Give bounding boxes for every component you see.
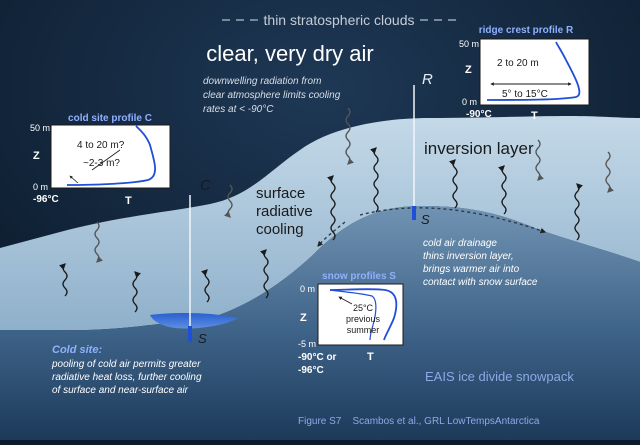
surface-cooling-line-3: cooling xyxy=(256,221,304,238)
surface-cooling-line-2: radiative xyxy=(256,203,313,220)
profile-c-top: 50 m xyxy=(30,123,50,133)
profile-r-curve xyxy=(486,41,581,101)
marker-r-label: R xyxy=(422,71,433,88)
up-wave-arrow xyxy=(260,249,269,299)
profile-r-axis-t: T xyxy=(531,110,538,122)
down-wave-arrow xyxy=(345,107,354,165)
profile-s-temp-1: -90°C or xyxy=(298,352,337,363)
profile-s-note-2: previous xyxy=(346,314,381,324)
profile-s-axis-t: T xyxy=(367,351,374,363)
profile-r-note-1: 2 to 20 m xyxy=(497,58,539,69)
snowpack-label: EAIS ice divide snowpack xyxy=(425,369,574,384)
drainage-line-4: contact with snow surface xyxy=(423,277,538,288)
profile-r-axis-z: Z xyxy=(465,64,472,76)
profile-r-note-2: 5° to 15°C xyxy=(502,89,548,100)
profile-c-axis-t: T xyxy=(125,195,132,207)
upward-radiation-arrows xyxy=(59,147,583,313)
profile-c-title: cold site profile C xyxy=(68,113,152,124)
downwelling-line-2: clear atmosphere limits cooling xyxy=(203,90,341,101)
drainage-flow-arrow-left xyxy=(317,221,346,247)
profile-r-bottom: 0 m xyxy=(462,97,477,107)
inversion-layer-label: inversion layer xyxy=(424,139,534,158)
profile-c-inset: cold site profile C 50 m 0 m Z T -96°C 4… xyxy=(30,113,171,207)
profile-s-temp-2: -96°C xyxy=(298,365,324,376)
profile-s-note-arrow xyxy=(338,296,353,305)
downwelling-line-1: downwelling radiation from xyxy=(203,76,321,87)
profile-r-inset: ridge crest profile R 50 m 0 m Z T -90°C… xyxy=(459,25,590,122)
up-wave-arrow xyxy=(327,175,336,241)
drainage-line-2: thins inversion layer, xyxy=(423,251,514,262)
figure-caption: Figure S7 Scambos et al., GRL LowTempsAn… xyxy=(298,416,540,427)
down-wave-arrow xyxy=(224,184,233,218)
up-wave-arrow xyxy=(59,263,68,297)
profile-c-bracket-2 xyxy=(69,175,79,184)
inversion-layer-area xyxy=(0,116,640,331)
profile-c-temp: -96°C xyxy=(33,194,59,205)
profile-s-curve-inner xyxy=(329,289,377,341)
profile-s-title: snow profiles S xyxy=(322,271,396,282)
down-wave-arrow xyxy=(94,221,103,263)
profile-s-axis-z: Z xyxy=(300,312,307,324)
profile-s-curve-outer xyxy=(329,288,398,341)
downwelling-radiation-arrows xyxy=(94,107,614,263)
profile-c-bracket-1 xyxy=(91,149,121,171)
marker-c-label: C xyxy=(200,177,211,194)
up-wave-arrow xyxy=(498,165,507,215)
profile-s-bottom: -5 m xyxy=(298,339,316,349)
profile-r-frame xyxy=(479,38,590,106)
up-wave-arrow xyxy=(370,147,379,213)
profile-r-title: ridge crest profile R xyxy=(479,25,574,36)
marker-s-cold-label: S xyxy=(198,331,207,346)
profile-r-temp: -90°C xyxy=(466,109,492,120)
cold-air-pool xyxy=(150,313,238,329)
profile-s-note-1: 25°C xyxy=(353,303,374,313)
cold-site-line-3: of surface and near-surface air xyxy=(52,385,189,396)
up-wave-arrow xyxy=(132,271,141,313)
profile-c-curve xyxy=(66,125,156,186)
profile-c-axis-z: Z xyxy=(33,150,40,162)
surface-cooling-line-1: surface xyxy=(256,185,305,202)
profile-c-note-2: ~2-3 m? xyxy=(83,158,120,169)
marker-s-ridge-label: S xyxy=(421,212,430,227)
profile-r-top: 50 m xyxy=(459,39,479,49)
cold-site-line-1: pooling of cold air permits greater xyxy=(51,359,201,370)
downwelling-line-3: rates at < -90°C xyxy=(203,104,274,115)
down-wave-arrow xyxy=(605,151,614,193)
drainage-line-3: brings warmer air into xyxy=(423,264,520,275)
profile-s-note-3: summer xyxy=(347,325,380,335)
profile-c-note-1: 4 to 20 m? xyxy=(77,140,125,151)
drainage-flow-arrow xyxy=(359,207,547,234)
clear-air-label: clear, very dry air xyxy=(206,41,374,66)
snow-marker-s-cold xyxy=(188,326,192,342)
cold-site-title: Cold site: xyxy=(52,344,102,356)
profile-s-top: 0 m xyxy=(300,284,315,294)
down-wave-arrow xyxy=(535,139,544,181)
up-wave-arrow xyxy=(574,183,583,241)
profile-s-inset: snow profiles S 0 m -5 m Z T -90°C or -9… xyxy=(298,271,404,376)
cold-site-line-2: radiative heat loss, further cooling xyxy=(52,372,202,383)
up-wave-arrow xyxy=(449,159,458,209)
profile-c-bottom: 0 m xyxy=(33,182,48,192)
snow-marker-s-ridge xyxy=(412,206,416,220)
clouds-label: thin stratospheric clouds xyxy=(264,12,415,28)
up-wave-arrow xyxy=(201,269,210,303)
drainage-line-1: cold air drainage xyxy=(423,238,497,249)
